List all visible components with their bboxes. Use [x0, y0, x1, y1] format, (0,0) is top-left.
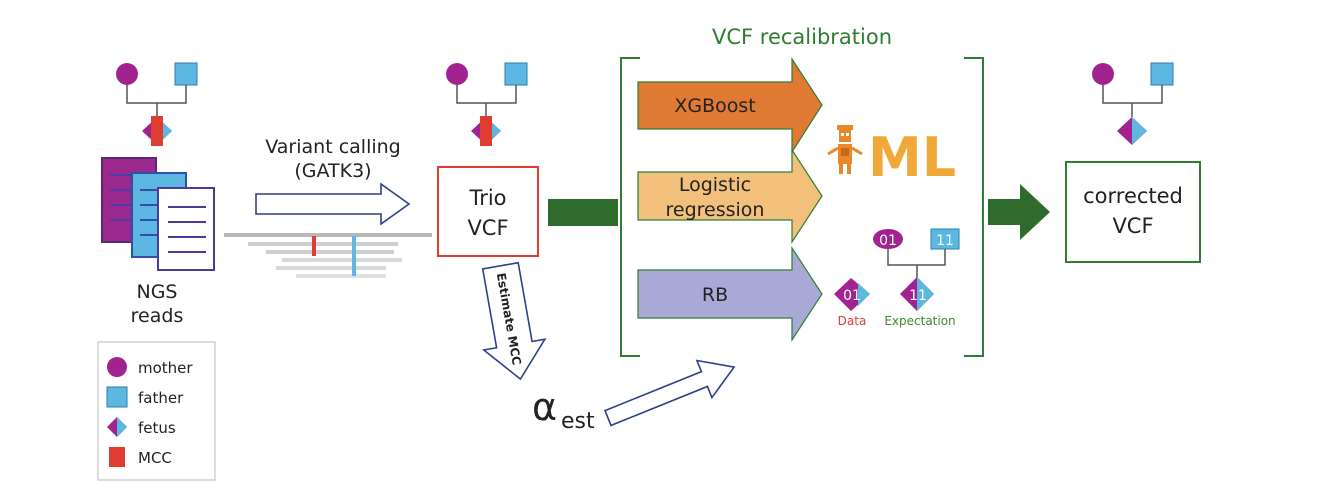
- data-genotype: 01: [843, 288, 861, 304]
- pedigree-connector: [1102, 85, 1163, 117]
- mcc-icon: [480, 116, 492, 146]
- recalibration-left-bracket: [620, 57, 640, 357]
- ml-label: ML: [868, 126, 956, 189]
- pedigree-with-mcc-2: [446, 62, 528, 146]
- expectation-label: Expectation: [884, 314, 955, 328]
- data-fetus-icon: [834, 278, 870, 311]
- ngs-documents-icon: [101, 157, 215, 271]
- corrected-vcf-label-line1: corrected: [1083, 184, 1183, 208]
- legend-fetus-label: fetus: [138, 419, 176, 437]
- expectation-genotype: 11: [909, 288, 927, 304]
- pedigree-connector: [126, 85, 187, 117]
- alpha-symbol: α: [532, 385, 557, 429]
- legend: mother father fetus MCC: [97, 341, 216, 481]
- legend-mother-label: mother: [138, 359, 193, 377]
- logistic-label-line1: Logistic: [679, 174, 751, 196]
- trio-vcf-box: [437, 166, 539, 257]
- rb-label: RB: [702, 284, 728, 306]
- legend-mcc-label: MCC: [138, 449, 172, 467]
- estimate-mcc-arrow: Estimate MCC: [481, 261, 547, 381]
- vcf-recalibration-title: VCF recalibration: [712, 25, 892, 49]
- logistic-regression-arrow: [637, 147, 823, 245]
- pedigree-with-mcc-1: [116, 62, 198, 146]
- mcc-icon: [151, 116, 163, 146]
- father-icon: [504, 62, 528, 86]
- trio-vcf-label-line1: Trio: [468, 186, 506, 210]
- pedigree-corrected: [1092, 62, 1174, 145]
- data-label: Data: [838, 314, 867, 328]
- recalibration-right-bracket: [964, 57, 984, 357]
- aligned-reads-icon: [224, 233, 432, 278]
- legend-father-icon: [106, 386, 128, 408]
- legend-mcc-icon: [109, 447, 125, 467]
- mother-icon: [116, 63, 138, 85]
- variant-calling-label-line1: Variant calling: [265, 136, 400, 158]
- legend-father-label: father: [138, 389, 184, 407]
- corrected-vcf-box: [1065, 161, 1201, 263]
- mother-genotype: 01: [879, 233, 897, 249]
- variant-calling-label-line2: (GATK3): [294, 160, 371, 182]
- data-fetus: 01: [834, 278, 870, 311]
- ngs-label-line2: reads: [131, 305, 184, 327]
- alpha-subscript: est: [561, 409, 595, 434]
- ngs-label-line1: NGS: [137, 281, 178, 303]
- mother-icon: [1092, 63, 1114, 85]
- trio-to-recalibration-arrow: [548, 199, 618, 226]
- father-icon: [174, 62, 198, 86]
- expectation-pedigree: 01 11 11: [873, 228, 960, 311]
- xgboost-label: XGBoost: [674, 95, 755, 117]
- trio-vcf-label-line2: VCF: [467, 216, 508, 240]
- corrected-vcf-label-line2: VCF: [1112, 214, 1153, 238]
- logistic-label-line2: regression: [666, 199, 765, 221]
- rb-arrow: [637, 245, 823, 343]
- robot-icon: [827, 125, 863, 174]
- recalibration-to-output-arrow: [988, 184, 1050, 240]
- father-icon: [1150, 62, 1174, 86]
- pedigree-connector: [887, 249, 946, 278]
- pedigree-connector: [456, 85, 517, 117]
- variant-calling-arrow: [255, 182, 411, 226]
- alpha-to-rb-arrow: [603, 359, 736, 427]
- xgboost-arrow: [637, 56, 823, 155]
- mother-icon: [446, 63, 468, 85]
- mother-genotype-badge: [873, 229, 903, 249]
- legend-mother-icon: [107, 357, 127, 377]
- father-genotype: 11: [936, 233, 954, 249]
